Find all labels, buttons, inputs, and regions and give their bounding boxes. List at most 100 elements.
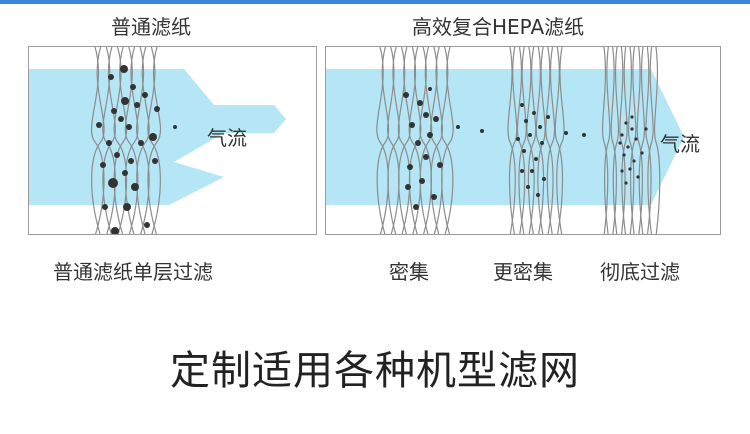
dust-particle [106, 140, 112, 146]
dust-particle [632, 159, 636, 163]
left-filter-panel: 气流 [28, 46, 317, 235]
filter-fiber [398, 47, 411, 234]
dust-particle [144, 222, 150, 228]
dust-particle [624, 181, 628, 185]
dust-particle [520, 103, 524, 107]
right-filter-panel: 气流 [325, 46, 721, 235]
left-filter-diagram: 气流 [29, 47, 286, 234]
filter-fiber [526, 47, 535, 234]
dust-particle [152, 158, 158, 164]
dust-particle [564, 131, 568, 135]
filter-fiber [621, 47, 628, 234]
filter-fiber [653, 47, 661, 234]
footer-title: 定制适用各种机型滤网 [170, 348, 580, 394]
dust-particle [516, 137, 520, 141]
dust-particle [121, 97, 129, 105]
right-caption-denser: 更密集 [493, 260, 553, 284]
dust-particle [108, 74, 114, 80]
airflow-band [326, 69, 684, 205]
dust-particle [636, 175, 640, 179]
dust-particle [427, 132, 433, 138]
dust-particle [407, 164, 413, 170]
filter-fiber [629, 47, 637, 234]
dust-particle [437, 162, 443, 168]
dust-particle [122, 170, 128, 176]
dust-particle [423, 112, 429, 118]
dust-particle [428, 87, 432, 91]
dust-particle [528, 133, 532, 137]
dust-particle [456, 125, 460, 129]
dust-particle [536, 193, 540, 197]
dust-particle [100, 162, 106, 168]
filter-fiber [554, 47, 564, 234]
dust-particle [403, 92, 409, 98]
dust-particle [431, 194, 437, 200]
dust-particle [630, 127, 634, 131]
dust-particle [154, 106, 160, 112]
dust-particle [120, 65, 128, 73]
filter-fiber [647, 47, 654, 234]
dust-particle [134, 102, 140, 108]
filter-fiber [507, 47, 516, 234]
dust-particle [522, 149, 526, 153]
airflow-band [29, 69, 286, 205]
dust-particle [520, 169, 524, 173]
dust-particle [413, 204, 419, 210]
dust-particle [534, 157, 538, 161]
dust-particle [620, 133, 624, 137]
right-panel-title: 高效复合HEPA滤纸 [412, 15, 585, 39]
filter-fiber [556, 47, 565, 234]
filter-fiber [627, 47, 635, 234]
right-caption-thorough: 彻底过滤 [600, 260, 680, 284]
filter-fiber [612, 47, 620, 234]
filter-fiber [387, 47, 400, 234]
dust-particle [149, 133, 157, 141]
dust-particle [131, 183, 139, 191]
dust-particle [640, 151, 644, 155]
dust-particle [433, 116, 439, 122]
dust-particle [620, 169, 624, 173]
filter-fiber [636, 47, 644, 234]
filter-fiber [638, 47, 646, 234]
dust-particle [480, 129, 484, 133]
dust-particle [419, 178, 425, 184]
left-panel-title: 普通滤纸 [111, 15, 191, 39]
dust-particle [542, 177, 546, 181]
dust-particle [405, 184, 411, 190]
right-caption-dense: 密集 [389, 260, 429, 284]
filter-fiber [441, 47, 454, 234]
dust-particle [582, 133, 586, 137]
dust-particle [524, 119, 528, 123]
dust-particle [526, 185, 530, 189]
dust-particle [634, 137, 638, 141]
dust-particle [540, 141, 544, 145]
filter-fiber [518, 47, 527, 234]
filter-fiber [527, 47, 537, 234]
filter-fiber [645, 47, 652, 234]
dust-particle [624, 121, 628, 125]
dust-particle [102, 204, 108, 210]
filter-fiber [546, 47, 556, 234]
dust-particle [96, 122, 102, 128]
left-caption: 普通滤纸单层过滤 [53, 260, 213, 284]
dust-particle [118, 116, 124, 122]
dust-particle [630, 115, 634, 119]
dust-particle [123, 203, 131, 211]
dust-particle [126, 124, 132, 130]
dust-particle [415, 140, 421, 146]
filter-fiber [136, 47, 150, 234]
airflow-label: 气流 [660, 132, 700, 156]
dust-particle [138, 140, 144, 146]
dust-particle [626, 145, 630, 149]
top-accent-bar [0, 0, 750, 4]
dust-particle [130, 84, 136, 90]
airflow-label: 气流 [207, 126, 247, 150]
dust-particle [409, 122, 415, 128]
dust-particle [173, 125, 177, 129]
filter-fibers [376, 47, 661, 234]
filter-fiber [603, 47, 611, 234]
dust-particle [417, 100, 423, 106]
dust-particle [111, 227, 119, 234]
dust-particle [108, 178, 118, 188]
filter-fiber [601, 47, 609, 234]
